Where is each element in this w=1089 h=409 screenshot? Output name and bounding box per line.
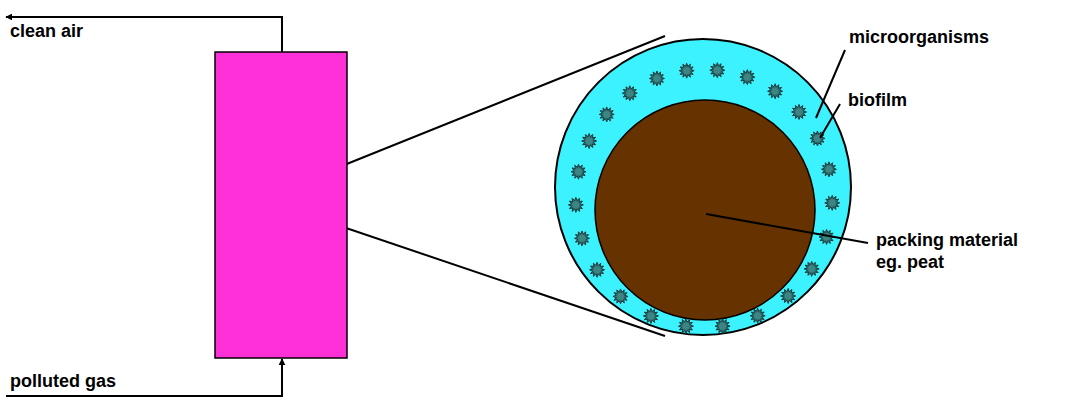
inlet-label: polluted gas <box>10 370 116 392</box>
microorganism <box>710 63 725 78</box>
leader-line <box>816 50 845 118</box>
outlet-label: clean air <box>10 20 83 42</box>
microorganism-core <box>578 235 585 242</box>
microorganism <box>574 231 589 246</box>
microorganism-core <box>785 292 792 299</box>
microorganism <box>590 262 605 277</box>
microorganism <box>750 308 765 323</box>
microorganism-core <box>603 111 610 118</box>
packing-particle <box>595 100 815 320</box>
microorganism <box>613 289 628 304</box>
microorganism-dots <box>568 63 839 334</box>
microorganism <box>582 134 597 149</box>
microorganisms-label: microorganisms <box>849 26 989 48</box>
biofilm-layer <box>555 39 851 335</box>
microorganism <box>781 288 796 303</box>
leader-line <box>706 214 868 243</box>
microorganism-core <box>683 67 690 74</box>
microorganism-core <box>572 201 579 208</box>
packing-label: packing material eg. peat <box>876 229 1036 273</box>
microorganism-core <box>714 67 721 74</box>
microorganism-core <box>617 293 624 300</box>
microorganism-core <box>829 199 836 206</box>
microorganism <box>792 104 807 119</box>
microorganism <box>649 71 664 86</box>
microorganism <box>678 319 693 334</box>
microorganism-core <box>586 138 593 145</box>
microorganism-core <box>682 323 689 330</box>
outlet-arrow <box>6 17 282 52</box>
microorganism <box>568 197 583 212</box>
microorganism-core <box>814 135 821 142</box>
leader-line <box>820 104 840 138</box>
microorganism <box>571 164 586 179</box>
microorganism-core <box>825 166 832 173</box>
microorganism <box>599 107 614 122</box>
microorganism-core <box>653 75 660 82</box>
microorganism-core <box>647 312 654 319</box>
microorganism <box>804 261 819 276</box>
microorganism-core <box>754 312 761 319</box>
microorganism <box>825 195 840 210</box>
microorganism <box>643 308 658 323</box>
microorganism <box>622 86 637 101</box>
microorganism-core <box>744 74 751 81</box>
microorganism <box>715 319 730 334</box>
microorganism <box>740 70 755 85</box>
biofilm-label: biofilm <box>848 89 907 111</box>
microorganism-core <box>772 88 779 95</box>
microorganism <box>821 162 836 177</box>
microorganism <box>768 84 783 99</box>
inlet-arrow <box>6 359 282 396</box>
microorganism-core <box>808 265 815 272</box>
microorganism-core <box>594 266 601 273</box>
microorganism-core <box>719 323 726 330</box>
microorganism-core <box>626 90 633 97</box>
microorganism-core <box>796 108 803 115</box>
biofilter-column <box>215 52 347 358</box>
microorganism-core <box>575 168 582 175</box>
microorganism <box>679 63 694 78</box>
